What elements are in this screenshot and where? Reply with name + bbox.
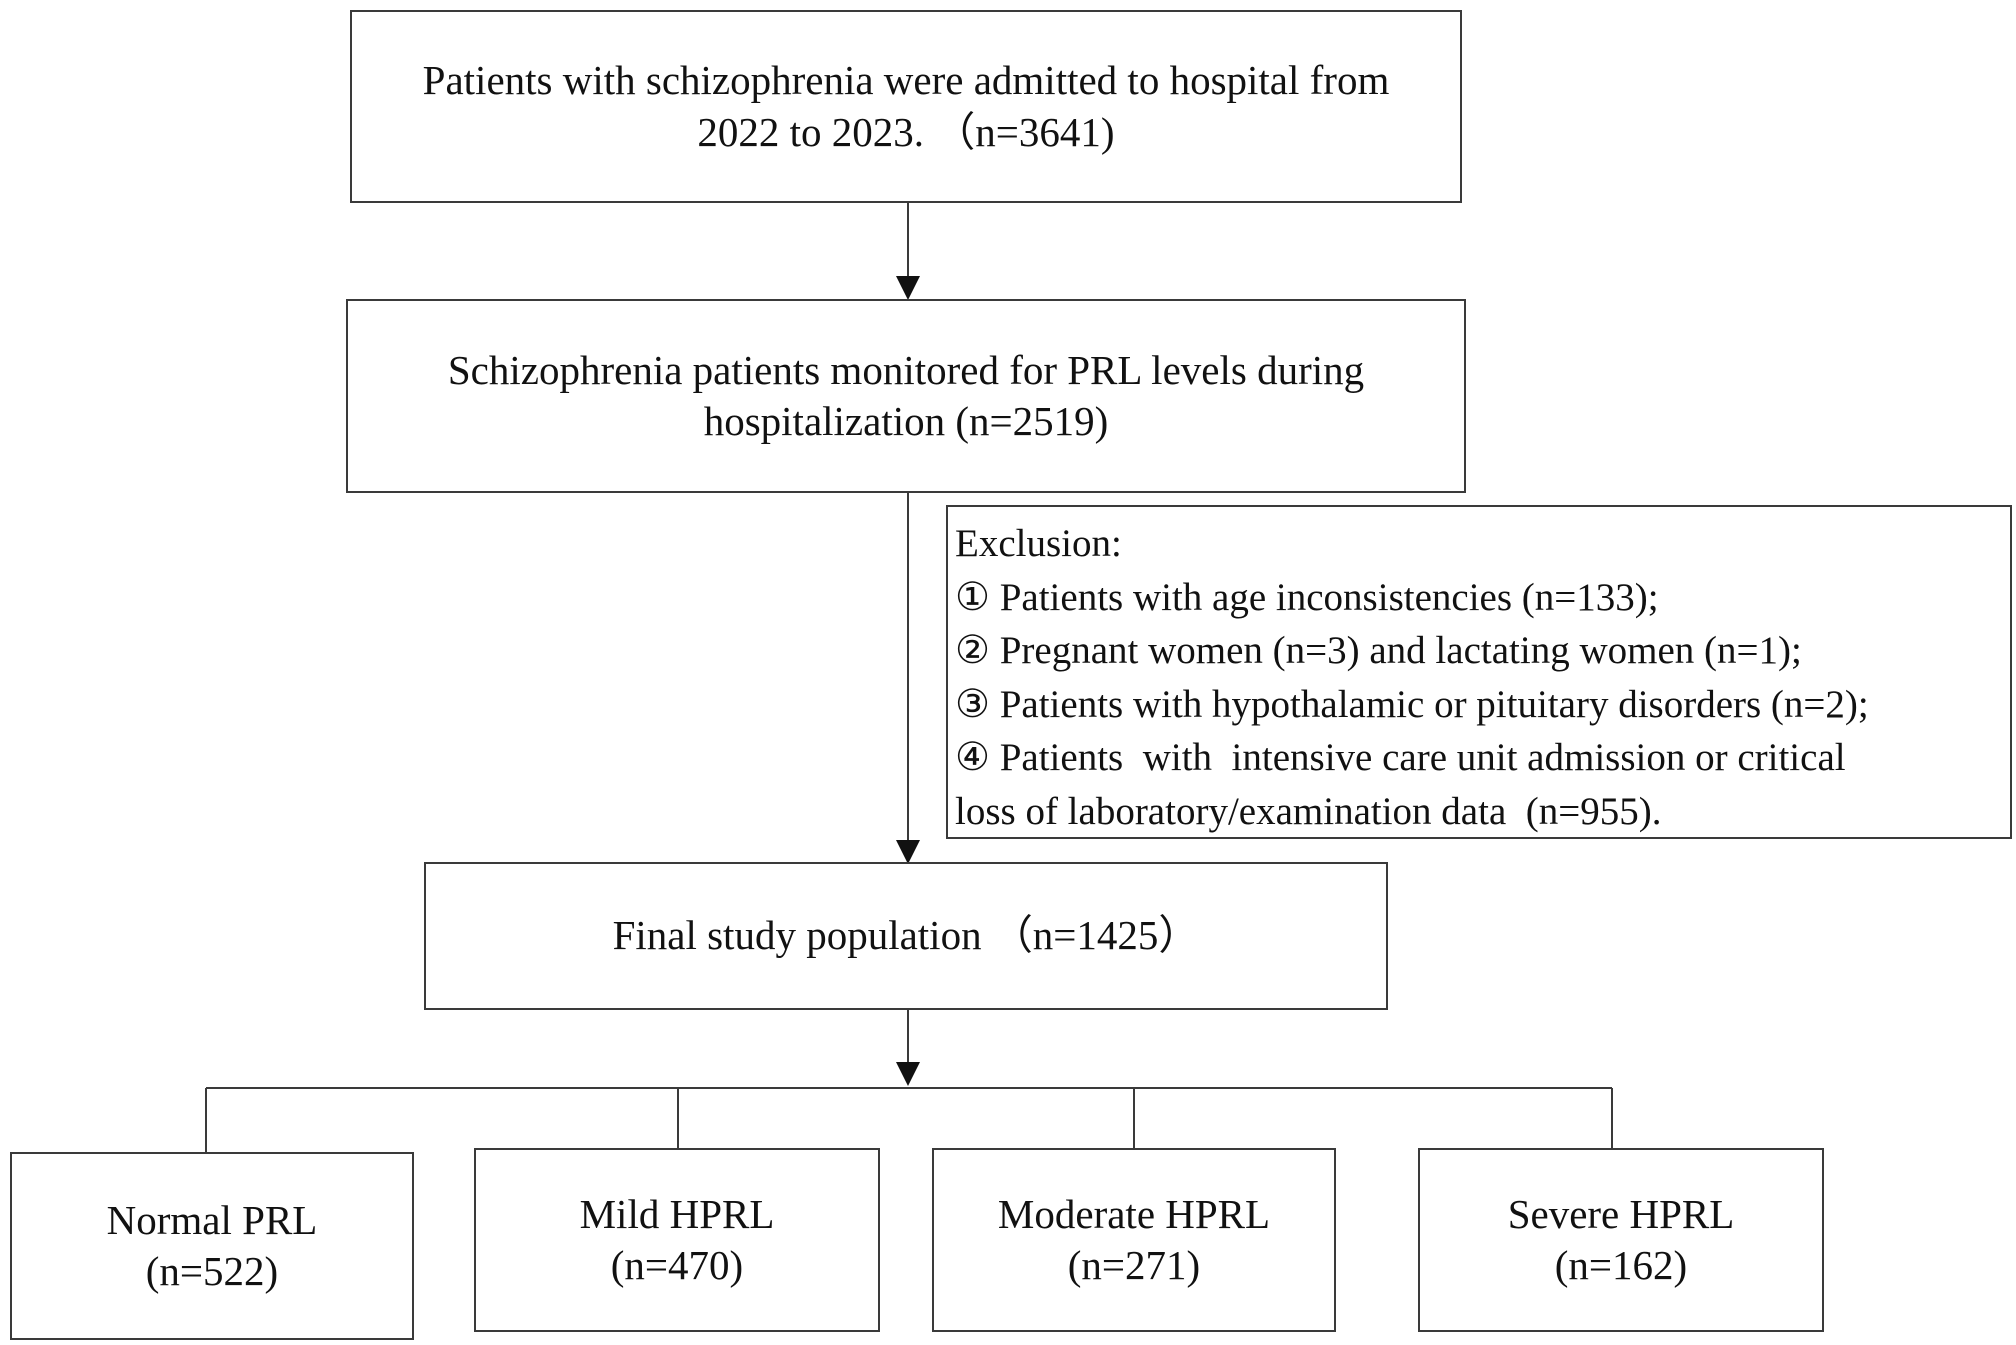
group-moderate-hprl-box: Moderate HPRL (n=271) [932, 1148, 1336, 1332]
group-name: Moderate HPRL [997, 1191, 1271, 1237]
stage3-final-population-box: Final study population （n=1425） [424, 862, 1388, 1010]
group-count: (n=162) [1554, 1242, 1688, 1288]
stage2-line1: Schizophrenia patients monitored for PRL… [447, 346, 1365, 393]
group-mild-hprl-box: Mild HPRL (n=470) [474, 1148, 880, 1332]
exclusion-heading: Exclusion: [955, 522, 1122, 565]
exclusion-box: Exclusion: ① Patients with age inconsist… [946, 505, 2012, 839]
stage1-admitted-box: Patients with schizophrenia were admitte… [350, 10, 1462, 203]
group-name: Mild HPRL [579, 1191, 775, 1237]
arrowhead-groups [896, 1062, 920, 1086]
arrowhead-stage3 [896, 840, 920, 864]
group-name: Normal PRL [106, 1197, 318, 1243]
group-count: (n=271) [1067, 1242, 1201, 1288]
exclusion-item-4-cont: loss of laboratory/examination data (n=9… [955, 789, 1662, 833]
group-count: (n=522) [145, 1248, 279, 1294]
exclusion-item-3: ③ Patients with hypothalamic or pituitar… [955, 682, 1869, 726]
group-severe-hprl-box: Severe HPRL (n=162) [1418, 1148, 1824, 1332]
stage1-line1: Patients with schizophrenia were admitte… [422, 57, 1390, 104]
exclusion-item-1: ① Patients with age inconsistencies (n=1… [955, 575, 1659, 619]
stage2-line2: hospitalization (n=2519) [703, 398, 1109, 444]
stage2-monitored-box: Schizophrenia patients monitored for PRL… [346, 299, 1466, 493]
stage3-text: Final study population （n=1425） [612, 912, 1200, 959]
group-count: (n=470) [610, 1242, 744, 1288]
group-name: Severe HPRL [1507, 1191, 1735, 1237]
group-normal-prl-box: Normal PRL (n=522) [10, 1152, 414, 1340]
stage1-line2: 2022 to 2023. （n=3641) [697, 108, 1115, 155]
arrowhead-stage2 [896, 276, 920, 300]
exclusion-item-2: ② Pregnant women (n=3) and lactating wom… [955, 629, 1802, 672]
exclusion-item-4: ④ Patients with intensive care unit admi… [955, 736, 1846, 779]
